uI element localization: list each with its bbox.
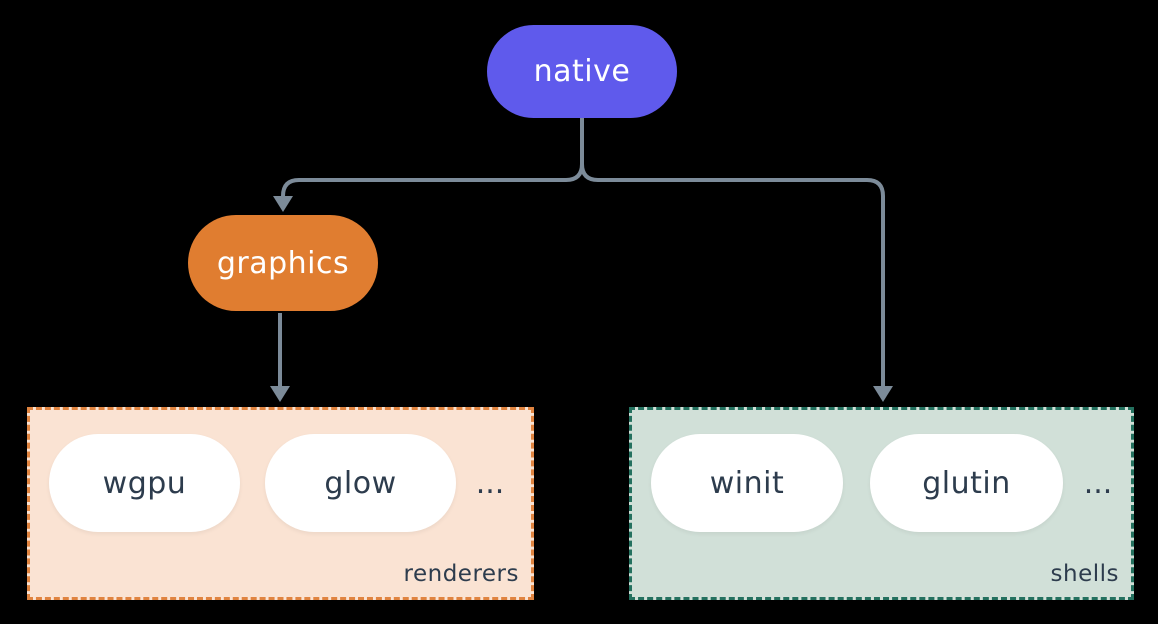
group-renderers: wgpu glow ... renderers (27, 407, 534, 600)
node-winit-label: winit (709, 465, 785, 501)
node-wgpu: wgpu (49, 434, 240, 532)
node-glow-label: glow (324, 465, 397, 501)
arrowhead-into-renderers (270, 386, 290, 402)
shells-group-label: shells (1050, 561, 1119, 587)
group-shells: winit glutin ... shells (629, 407, 1134, 600)
node-glutin-label: glutin (922, 465, 1011, 501)
connector-native-to-graphics (281, 118, 584, 197)
node-native: native (487, 25, 677, 118)
node-graphics-label: graphics (216, 245, 350, 281)
arrowhead-into-graphics (273, 196, 293, 212)
node-graphics: graphics (188, 215, 378, 311)
arrowhead-into-shells (873, 386, 893, 402)
node-winit: winit (651, 434, 843, 532)
node-native-label: native (533, 54, 631, 89)
renderers-ellipsis: ... (475, 465, 505, 501)
node-glow: glow (265, 434, 456, 532)
node-wgpu-label: wgpu (102, 465, 187, 501)
renderers-group-label: renderers (403, 561, 519, 587)
shells-ellipsis: ... (1083, 465, 1113, 501)
node-glutin: glutin (870, 434, 1063, 532)
connector-native-to-shells (580, 118, 885, 386)
